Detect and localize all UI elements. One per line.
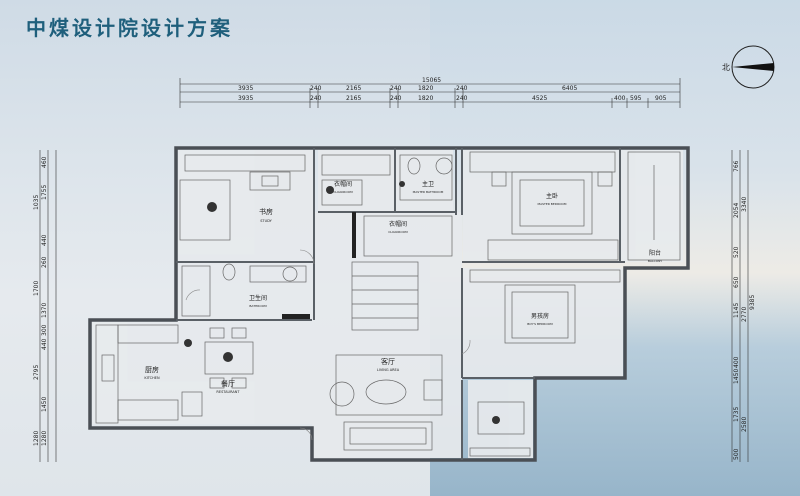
room-floors xyxy=(92,150,683,458)
svg-text:4525: 4525 xyxy=(532,95,547,102)
left-dimension-lines xyxy=(39,150,57,462)
svg-text:2580: 2580 xyxy=(741,417,748,432)
door-swings xyxy=(185,249,471,441)
svg-text:240: 240 xyxy=(310,85,322,92)
svg-text:2165: 2165 xyxy=(346,85,361,92)
svg-text:BALCONY: BALCONY xyxy=(648,259,662,263)
room-cloakroom-1: 衣帽间 xyxy=(334,180,352,188)
room-labels: 书房 STUDY 衣帽间 CLOAKROOM 主卫 MASTER BATHROO… xyxy=(144,180,662,394)
svg-text:RESTAURANT: RESTAURANT xyxy=(216,390,240,394)
furniture xyxy=(95,151,681,457)
svg-text:240: 240 xyxy=(456,95,468,102)
interior-walls xyxy=(176,148,625,460)
svg-text:2054: 2054 xyxy=(733,203,740,218)
svg-text:BATHROOM: BATHROOM xyxy=(249,304,267,308)
svg-text:400: 400 xyxy=(614,95,626,102)
svg-text:1145: 1145 xyxy=(733,303,740,318)
svg-text:2795: 2795 xyxy=(33,365,40,380)
room-living: 客厅 xyxy=(381,357,395,366)
room-cloakroom-2: 衣帽间 xyxy=(389,220,407,228)
svg-text:BOY'S BEDROOM: BOY'S BEDROOM xyxy=(527,322,553,326)
svg-text:650: 650 xyxy=(733,276,740,288)
svg-text:CLOAKROOM: CLOAKROOM xyxy=(388,230,408,234)
right-dimension-labels: 766 2054 3340 520 650 1145 2770 9385 400… xyxy=(733,160,756,460)
svg-text:520: 520 xyxy=(733,246,740,258)
top-dimension-labels: 15065 3935 240 2165 240 1820 240 6405 39… xyxy=(238,77,667,102)
svg-text:595: 595 xyxy=(630,95,642,102)
room-kitchen: 厨房 xyxy=(145,365,159,374)
svg-text:1755: 1755 xyxy=(41,185,48,200)
svg-text:1035: 1035 xyxy=(33,195,40,210)
svg-text:460: 460 xyxy=(41,156,48,168)
svg-text:1820: 1820 xyxy=(418,95,433,102)
svg-text:6405: 6405 xyxy=(562,85,577,92)
svg-text:1280: 1280 xyxy=(41,431,48,446)
room-bathroom: 卫生间 xyxy=(249,294,267,302)
room-kids: 男孩房 xyxy=(531,312,549,320)
svg-text:1280: 1280 xyxy=(33,431,40,446)
page-title: 中煤设计院设计方案 xyxy=(26,16,233,40)
walls xyxy=(88,146,690,462)
svg-text:1450: 1450 xyxy=(41,397,48,412)
svg-text:3935: 3935 xyxy=(238,85,253,92)
svg-text:240: 240 xyxy=(390,95,402,102)
compass-label: 北 xyxy=(722,63,730,72)
svg-text:3935: 3935 xyxy=(238,95,253,102)
svg-text:766: 766 xyxy=(733,160,740,172)
room-master-bedroom: 主卧 xyxy=(546,192,558,200)
svg-text:2770: 2770 xyxy=(741,307,748,322)
svg-text:260: 260 xyxy=(41,256,48,268)
room-master-bathroom: 主卫 xyxy=(422,180,434,188)
svg-text:MASTER BEDROOM: MASTER BEDROOM xyxy=(538,202,567,206)
svg-text:240: 240 xyxy=(456,85,468,92)
svg-text:1700: 1700 xyxy=(33,281,40,296)
room-balcony: 阳台 xyxy=(649,249,661,257)
svg-text:440: 440 xyxy=(41,234,48,246)
compass-icon: 北 xyxy=(722,45,775,89)
svg-text:15065: 15065 xyxy=(422,77,441,84)
svg-text:MASTER BATHROOM: MASTER BATHROOM xyxy=(413,190,444,194)
accent-wall-2 xyxy=(282,314,310,319)
svg-text:STUDY: STUDY xyxy=(260,219,272,223)
room-dining: 餐厅 xyxy=(221,379,235,388)
svg-text:2165: 2165 xyxy=(346,95,361,102)
svg-text:1370: 1370 xyxy=(41,303,48,318)
svg-text:500: 500 xyxy=(733,448,740,460)
svg-text:1820: 1820 xyxy=(418,85,433,92)
svg-text:LIVING AREA: LIVING AREA xyxy=(377,368,400,372)
svg-text:9385: 9385 xyxy=(749,295,756,310)
left-dimension-labels: 460 1755 1035 440 260 1700 1370 300 440 … xyxy=(33,156,48,446)
svg-text:240: 240 xyxy=(390,85,402,92)
svg-text:CLOAKROOM: CLOAKROOM xyxy=(333,190,353,194)
svg-text:440: 440 xyxy=(41,338,48,350)
svg-text:1735: 1735 xyxy=(733,407,740,422)
svg-text:3340: 3340 xyxy=(741,197,748,212)
accent-wall xyxy=(352,212,356,258)
top-dimension-lines xyxy=(179,78,681,108)
svg-text:905: 905 xyxy=(655,95,667,102)
svg-text:KITCHEN: KITCHEN xyxy=(144,376,160,380)
room-study: 书房 xyxy=(259,207,273,216)
svg-text:400: 400 xyxy=(733,356,740,368)
svg-text:1450: 1450 xyxy=(733,369,740,384)
svg-text:240: 240 xyxy=(310,95,322,102)
svg-text:300: 300 xyxy=(41,324,48,336)
plant-icon xyxy=(184,181,500,424)
right-dimension-lines xyxy=(731,150,749,462)
